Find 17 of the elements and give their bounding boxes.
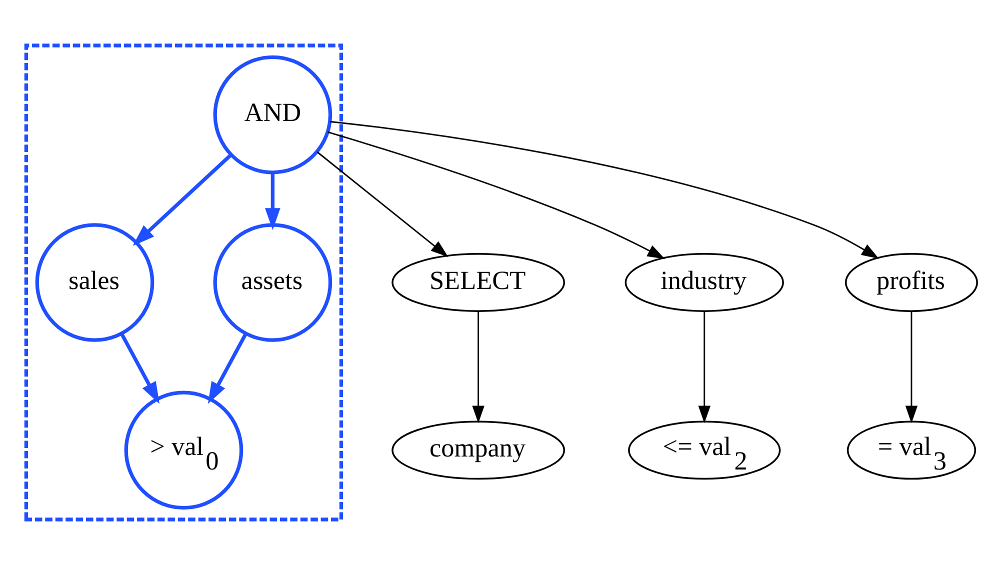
arrow (328, 131, 665, 259)
node-circle: assets (213, 223, 332, 342)
arrow (265, 172, 280, 230)
arrow (698, 312, 710, 424)
node-ellipse: profits (844, 253, 978, 312)
arrow (472, 312, 484, 424)
node-ellipse: company (392, 420, 566, 480)
cluster (24, 44, 344, 522)
node-ellipse: SELECT (392, 253, 566, 312)
arrow (120, 332, 160, 404)
node-ellipse: industry (624, 253, 784, 312)
arrow (905, 312, 918, 424)
node-circle: AND (213, 55, 332, 174)
arrow (132, 154, 232, 246)
arrow (208, 332, 248, 404)
arrow (316, 151, 448, 257)
arrow (330, 120, 879, 259)
